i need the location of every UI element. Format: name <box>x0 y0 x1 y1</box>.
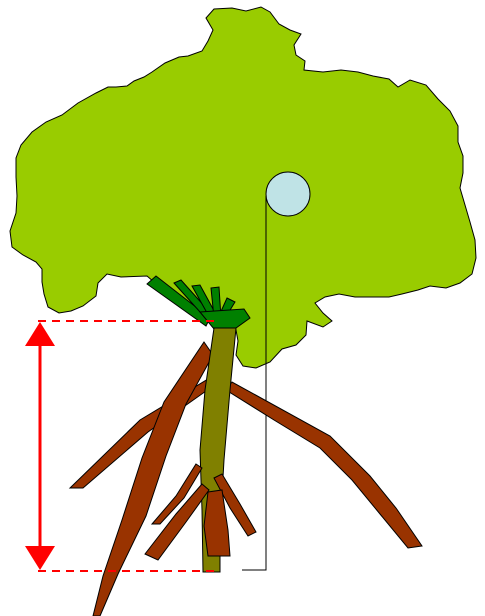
fruit-icon <box>266 172 310 216</box>
roots-back <box>70 342 422 616</box>
root <box>226 382 422 548</box>
